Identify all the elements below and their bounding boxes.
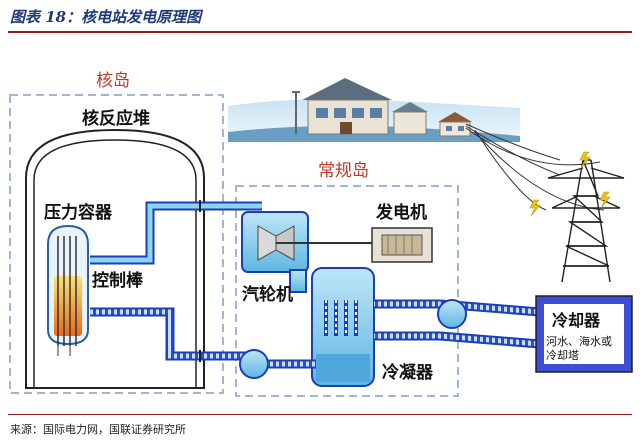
pressure-vessel bbox=[47, 224, 89, 356]
cooler bbox=[535, 295, 633, 373]
figure-title: 图表 18：核电站发电原理图 bbox=[10, 8, 202, 26]
cooler-label: 冷却器 bbox=[552, 311, 601, 330]
footer-rule bbox=[8, 414, 632, 415]
house-icon bbox=[292, 78, 428, 135]
exhaust-pipe bbox=[289, 269, 307, 293]
source-note: 来源：国际电力网，国联证券研究所 bbox=[10, 423, 186, 436]
nuclear-island-label: 核岛 bbox=[96, 71, 130, 91]
control-rod-label: 控制棒 bbox=[92, 270, 144, 291]
lightning-icon bbox=[529, 151, 611, 217]
nuclear-island-box bbox=[9, 94, 224, 394]
turbine-label: 汽轮机 bbox=[242, 284, 293, 305]
reactor-label: 核反应堆 bbox=[82, 108, 150, 129]
title-rule bbox=[8, 31, 632, 33]
transmission-tower-icon bbox=[547, 159, 625, 283]
primary-loop-pipe bbox=[90, 200, 248, 362]
feedwater-pump bbox=[239, 349, 316, 379]
small-house-icon bbox=[438, 112, 472, 137]
conventional-island-box bbox=[235, 185, 459, 397]
condenser-label: 冷凝器 bbox=[382, 362, 434, 383]
generator-label: 发电机 bbox=[375, 202, 427, 223]
conventional-island-label: 常规岛 bbox=[318, 161, 369, 181]
cooler-note-line1: 河水、海水或 bbox=[546, 334, 612, 348]
cooler-note-line2: 冷却塔 bbox=[546, 349, 579, 362]
pressure-vessel-label: 压力容器 bbox=[44, 202, 113, 223]
generator bbox=[371, 227, 433, 263]
turbine bbox=[241, 211, 380, 273]
condenser bbox=[311, 267, 375, 387]
cooling-water-pipe bbox=[374, 299, 541, 349]
